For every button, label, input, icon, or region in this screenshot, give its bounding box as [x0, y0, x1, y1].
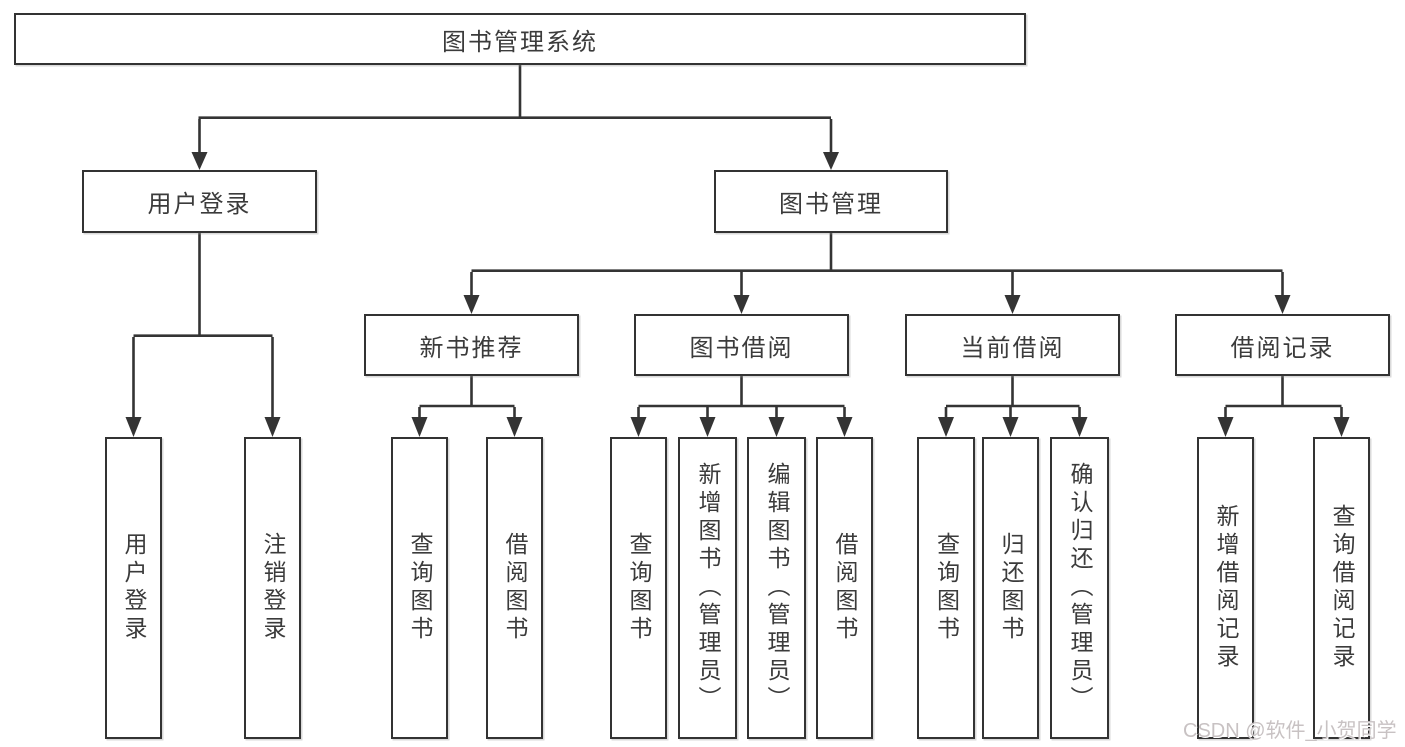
leaf-label: 查询图书 [626, 532, 652, 644]
node-current-borrowing: 当前借阅 [905, 314, 1120, 376]
leaf-add-borrow-record: 新增借阅记录 [1197, 437, 1254, 739]
leaf-label: 查询借阅记录 [1329, 504, 1355, 672]
arrowhead [1217, 417, 1234, 437]
node-new-book-recommend: 新书推荐 [364, 314, 579, 376]
leaf-edit-book-admin: 编辑图书（管理员） [747, 437, 806, 739]
arrowhead [938, 417, 954, 437]
node-book-borrowing: 图书借阅 [634, 314, 849, 376]
leaf-query-book-newrec: 查询图书 [391, 437, 448, 739]
leaf-label: 新增图书（管理员） [695, 462, 721, 714]
leaf-confirm-return-admin: 确认归还（管理员） [1050, 437, 1109, 739]
node-book-management: 图书管理 [714, 170, 948, 233]
node-label: 借阅记录 [1230, 334, 1335, 362]
csdn-watermark: CSDN @软件_小贺同学 [1183, 720, 1397, 742]
leaf-query-book-current: 查询图书 [917, 437, 975, 739]
arrowhead [733, 295, 750, 314]
arrowhead [1004, 295, 1021, 314]
leaf-borrow-book: 借阅图书 [816, 437, 873, 739]
leaf-label: 新增借阅记录 [1213, 504, 1239, 672]
arrowhead [125, 417, 142, 437]
leaf-label: 查询图书 [407, 532, 433, 644]
leaf-query-book-borrow: 查询图书 [610, 437, 667, 739]
arrowhead [1274, 295, 1291, 314]
arrowhead [191, 152, 208, 170]
arrowhead [768, 417, 785, 437]
node-user-login: 用户登录 [82, 170, 317, 233]
node-label: 图书管理系统 [442, 28, 598, 56]
arrowhead [1333, 417, 1350, 437]
leaf-label: 查询图书 [933, 532, 960, 644]
arrowhead [836, 417, 853, 437]
node-label: 当前借阅 [960, 334, 1065, 362]
arrowheads [125, 152, 1350, 437]
arrowhead [823, 152, 839, 170]
leaf-label: 确认归还（管理员） [1067, 462, 1093, 714]
node-system-root: 图书管理系统 [14, 13, 1026, 65]
connector-lines [132, 65, 1343, 424]
leaf-add-book-admin: 新增图书（管理员） [678, 437, 737, 739]
node-borrowing-records: 借阅记录 [1175, 314, 1390, 376]
node-label: 图书管理 [779, 191, 883, 218]
arrowhead [630, 417, 647, 437]
leaf-label: 用户登录 [121, 532, 147, 644]
arrowhead [506, 417, 523, 437]
arrowhead [463, 295, 480, 314]
node-label: 图书借阅 [689, 334, 794, 362]
node-label: 新书推荐 [419, 334, 524, 362]
leaf-label: 注销登录 [260, 532, 286, 644]
leaf-label: 归还图书 [998, 532, 1024, 644]
leaf-user-login: 用户登录 [105, 437, 162, 739]
arrowhead [1002, 417, 1019, 437]
leaf-label: 编辑图书（管理员） [764, 462, 790, 714]
leaf-query-borrow-record: 查询借阅记录 [1313, 437, 1370, 739]
leaf-label: 借阅图书 [502, 532, 528, 644]
node-label: 用户登录 [147, 191, 252, 218]
arrowhead [1071, 417, 1088, 437]
arrowhead [699, 417, 716, 437]
leaf-label: 借阅图书 [832, 532, 858, 644]
arrowhead [264, 417, 281, 437]
leaf-logout: 注销登录 [244, 437, 301, 739]
arrowhead [411, 417, 428, 437]
leaf-return-book: 归还图书 [982, 437, 1039, 739]
leaf-borrow-book-newrec: 借阅图书 [486, 437, 543, 739]
